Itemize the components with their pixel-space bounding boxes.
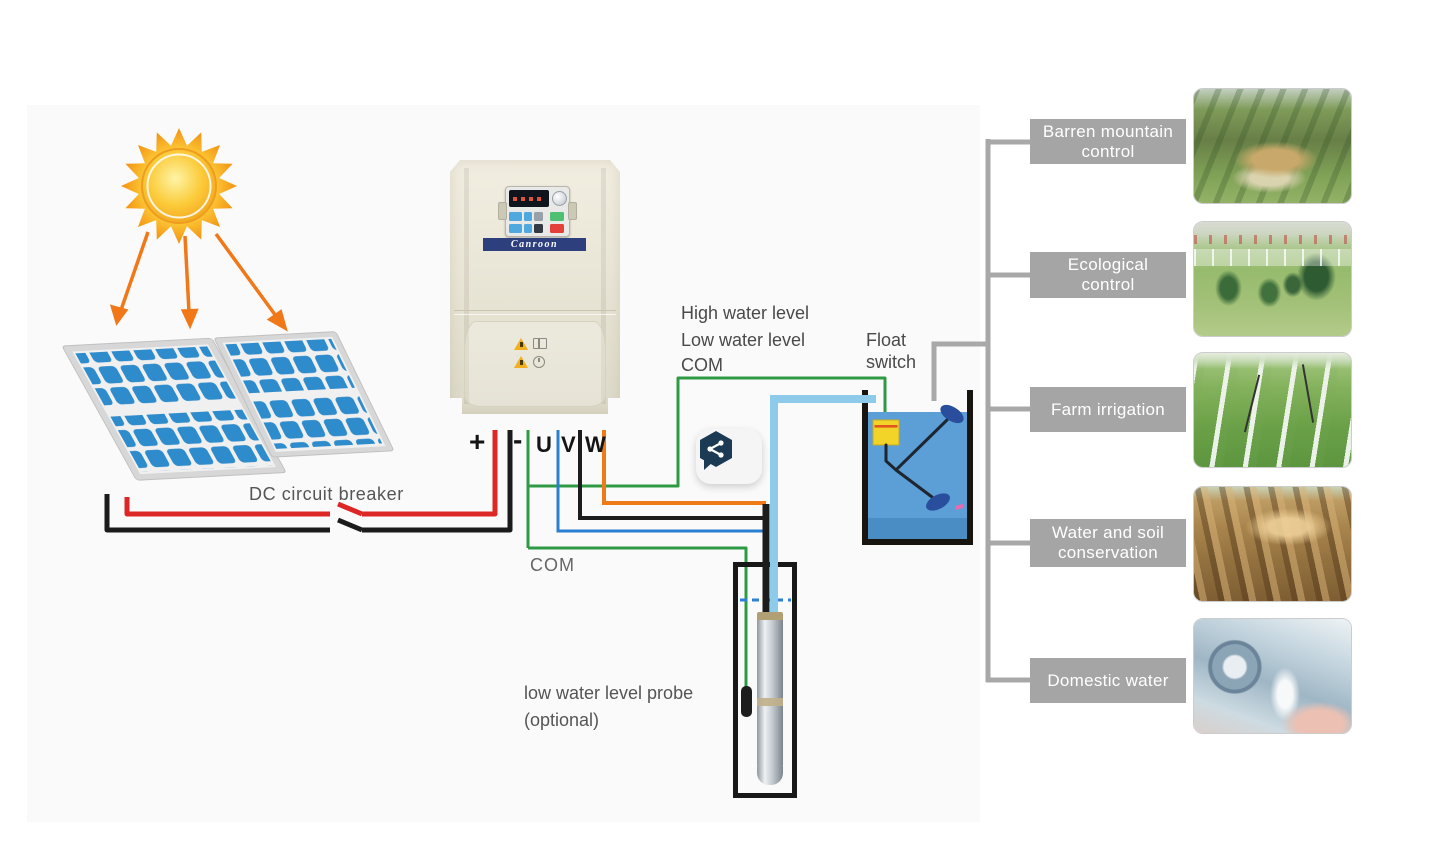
display-digits [513,197,543,201]
probe-line2: (optional) [524,710,600,730]
water-pipe [770,395,876,616]
terminal-v: V [561,432,576,457]
wire-dc-positive [124,430,498,517]
submersible-pump [757,612,783,785]
barren-mountain-photo [1193,88,1352,204]
farm-irrigation-photo [1193,352,1352,468]
keypad-side-tab [498,202,507,220]
low-water-probe [741,686,752,717]
float-switch-line2: switch [866,352,917,372]
float-upper [940,404,964,424]
keypad-run-button [550,212,564,221]
keypad-side-tab [568,202,577,220]
sunlight-arrows [109,231,288,332]
app-label-line: Domestic water [1047,670,1169,690]
app-label-line: control [1081,275,1135,294]
solar-panel-left [62,337,286,481]
float-cable [884,418,949,499]
tank-water-shade [868,518,968,540]
terminal-u: U [536,432,552,457]
app-label-line: Farm irrigation [1050,399,1166,419]
terminal-plus: + [469,426,486,457]
probe-line1: low water level probe [524,683,694,703]
label-low-water-probe: low water level probe (optional) [524,680,693,734]
float-switch-box [872,419,900,446]
sun-disc [141,148,217,224]
inverter-brand: Canroon [510,239,559,250]
app-label-ecological: Ecological control [1030,252,1186,298]
eco-fence-strip [1194,249,1351,267]
app-label-soil-conservation: Water and soil conservation [1030,519,1186,567]
wire-blue-u [556,430,764,533]
solar-panel-right [214,331,394,458]
warning-icon [514,337,528,350]
soil-conservation-photo [1193,486,1352,602]
app-label-line: control [1081,141,1135,161]
app-label-line: Ecological [1067,255,1149,274]
wait-time-icon [533,355,545,368]
eco-flags-strip [1194,234,1351,244]
inverter-keypad [498,186,577,237]
keypad-stop-button [550,224,564,233]
app-label-barren-mountain: Barren mountain control [1030,119,1186,164]
label-dc-circuit-breaker: DC circuit breaker [249,484,404,504]
water-tank [862,390,973,545]
inverter: Canroon [450,160,620,414]
farm-image [1194,353,1351,467]
app-label-line: Water and soil [1051,523,1165,542]
app-label-line: conservation [1058,543,1158,562]
wire-green-sensor [526,376,887,688]
keypad-button [534,224,543,233]
wire-dc-negative [104,430,513,533]
warning-row [514,354,545,369]
inverter-display [509,190,549,207]
domestic-water-image [1194,619,1351,733]
keypad-button [509,224,522,233]
keypad-button [534,212,543,221]
barren-mountain-image [1194,89,1351,203]
terminal-minus: - [513,424,523,455]
sun-icon [121,128,237,244]
inverter-knob [552,191,567,206]
float-lower [926,493,950,511]
sun-inner-ring [146,153,212,219]
label-low-water-level: Low water level [681,330,806,350]
inverter-groove [464,168,469,404]
warning-icon [514,355,528,368]
warning-row [514,336,547,351]
soil-image [1194,487,1351,601]
inverter-seam [454,314,616,315]
keypad-button [509,212,522,221]
wire-orange-w [602,430,766,505]
terminal-w: W [585,432,606,457]
inverter-groove [601,168,606,404]
app-label-line: Barren mountain [1042,121,1174,141]
inverter-brand-banner: Canroon [483,238,586,251]
application-bracket [931,139,1030,683]
wire-black-v [578,430,764,520]
inverter-seam [454,310,616,311]
watermark-badge [696,429,762,484]
ecological-control-photo [1193,221,1352,337]
label-com-top: COM [681,355,723,375]
share-hexagon-icon [700,431,732,470]
manual-icon [533,338,547,349]
app-label-farm-irrigation: Farm irrigation [1030,387,1186,432]
app-label-domestic-water: Domestic water [1030,658,1186,703]
keypad-button [524,224,532,233]
float-switch-line1: Float [866,330,907,350]
label-com-bottom: COM [530,555,575,575]
label-high-water-level: High water level [681,303,810,323]
keypad-button [524,212,532,221]
domestic-water-photo [1193,618,1352,734]
